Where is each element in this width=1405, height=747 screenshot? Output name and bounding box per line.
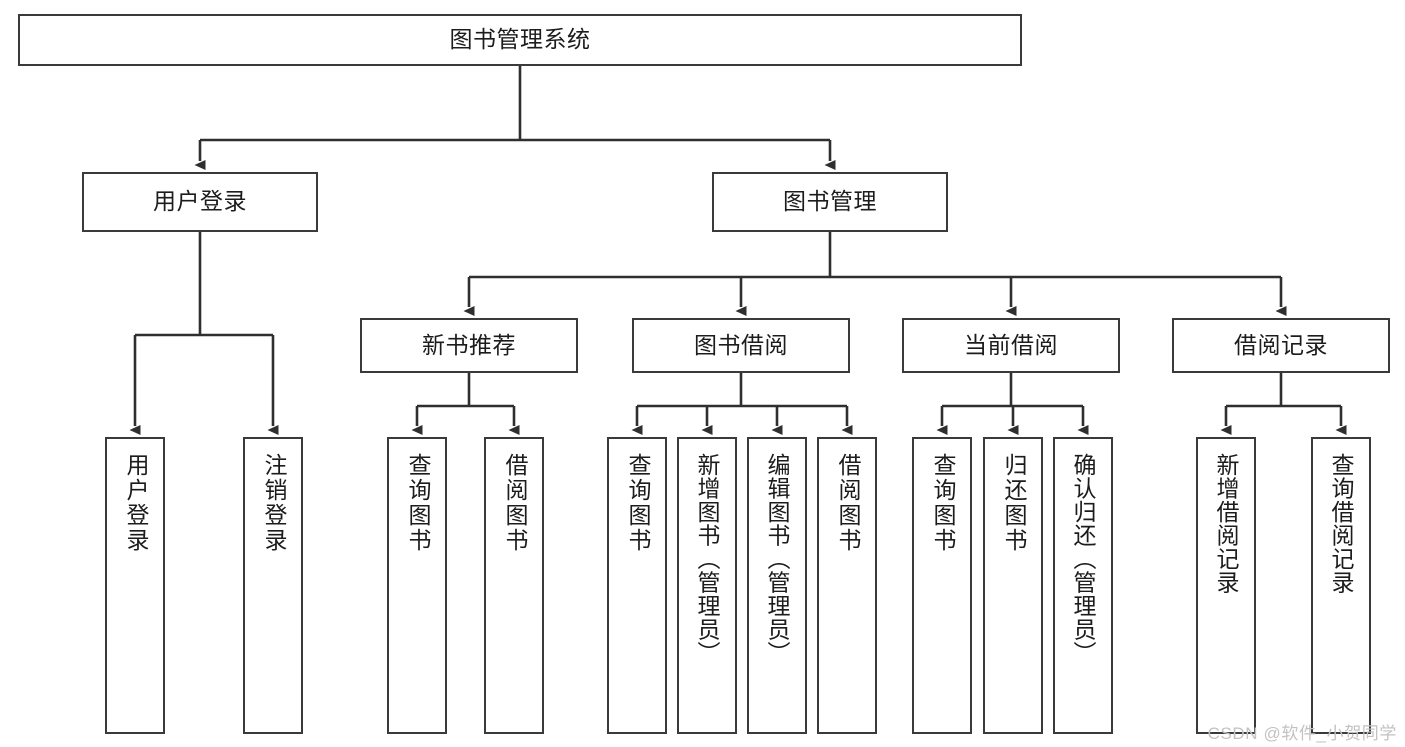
node-leaf-cur-return[interactable]: 归还图书 <box>983 437 1043 734</box>
node-leaf-nb-query[interactable]: 查询图书 <box>387 437 447 734</box>
node-label: 用户登录 <box>153 188 247 215</box>
node-label: 新增图书（管理员） <box>694 453 721 665</box>
node-label: 借阅图书 <box>501 453 528 553</box>
node-borrow[interactable]: 图书借阅 <box>632 318 850 373</box>
node-label: 图书管理系统 <box>449 26 591 53</box>
node-label: 归还图书 <box>1000 453 1027 553</box>
node-label: 用户登录 <box>122 453 149 553</box>
node-leaf-bw-borrow[interactable]: 借阅图书 <box>817 437 877 734</box>
node-leaf-rec-add[interactable]: 新增借阅记录 <box>1196 437 1256 734</box>
node-label: 查询图书 <box>404 453 431 553</box>
node-leaf-cur-query[interactable]: 查询图书 <box>912 437 972 734</box>
node-newbook[interactable]: 新书推荐 <box>360 318 578 373</box>
node-label: 借阅图书 <box>834 453 861 553</box>
node-label: 新书推荐 <box>422 331 516 358</box>
node-label: 查询借阅记录 <box>1328 453 1355 594</box>
node-leaf-user-logout[interactable]: 注销登录 <box>243 437 303 734</box>
node-label: 查询图书 <box>624 453 651 553</box>
node-leaf-bw-add[interactable]: 新增图书（管理员） <box>677 437 737 734</box>
node-label: 注销登录 <box>260 453 287 553</box>
node-label: 借阅记录 <box>1234 331 1328 358</box>
node-leaf-cur-confirm[interactable]: 确认归还（管理员） <box>1053 437 1113 734</box>
node-label: 图书借阅 <box>694 331 788 358</box>
node-leaf-nb-borrow[interactable]: 借阅图书 <box>484 437 544 734</box>
node-login[interactable]: 用户登录 <box>82 172 318 232</box>
node-label: 图书管理 <box>783 188 877 215</box>
node-leaf-bw-edit[interactable]: 编辑图书（管理员） <box>747 437 807 734</box>
node-leaf-bw-query[interactable]: 查询图书 <box>607 437 667 734</box>
node-label: 当前借阅 <box>964 331 1058 358</box>
node-label: 确认归还（管理员） <box>1070 453 1097 665</box>
node-label: 新增借阅记录 <box>1213 453 1240 594</box>
node-leaf-rec-query[interactable]: 查询借阅记录 <box>1311 437 1371 734</box>
node-label: 编辑图书（管理员） <box>764 453 791 665</box>
node-root[interactable]: 图书管理系统 <box>18 14 1022 66</box>
watermark-text: CSDN @软件_小贺同学 <box>1207 724 1397 743</box>
node-label: 查询图书 <box>929 453 956 553</box>
node-current[interactable]: 当前借阅 <box>902 318 1120 373</box>
node-leaf-user-login[interactable]: 用户登录 <box>105 437 165 734</box>
node-bookmgmt[interactable]: 图书管理 <box>712 172 948 232</box>
node-records[interactable]: 借阅记录 <box>1172 318 1390 373</box>
